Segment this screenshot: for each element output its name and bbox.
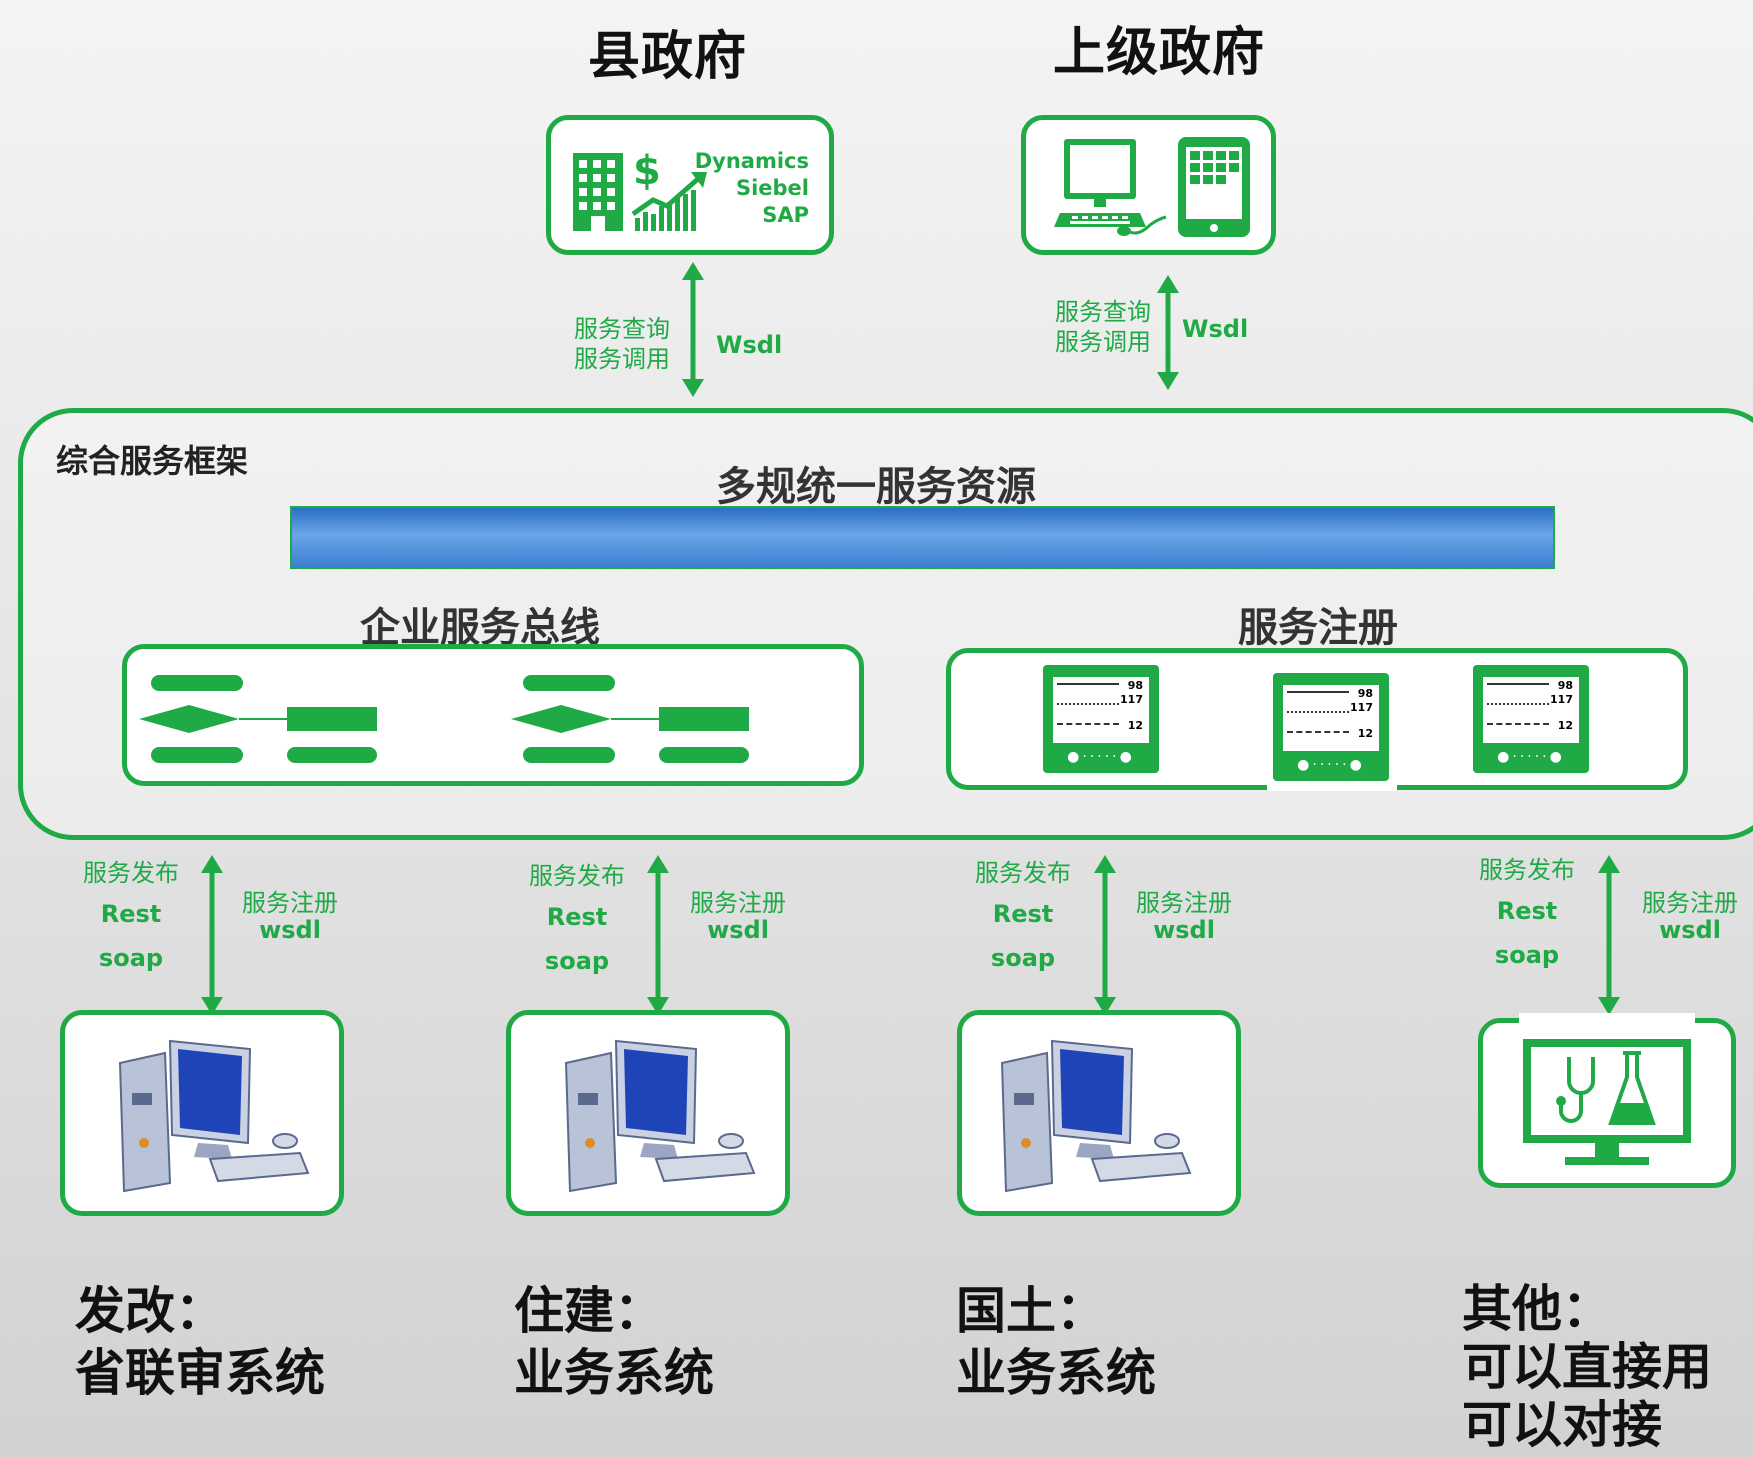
wsdl-label: wsdl bbox=[1153, 916, 1215, 944]
wsdl-label: wsdl bbox=[259, 916, 321, 944]
rest-label: Rest bbox=[100, 900, 162, 928]
desktop-computer-icon bbox=[556, 1033, 756, 1198]
county-link-arrow bbox=[682, 262, 704, 397]
erp-item-dynamics: Dynamics bbox=[694, 149, 809, 173]
erp-item-sap: SAP bbox=[762, 203, 809, 227]
soap-label: soap bbox=[544, 947, 610, 975]
monitor-icon: 98 117 12 ●·····● bbox=[1267, 667, 1397, 791]
publish-label: 服务发布 bbox=[975, 859, 1071, 887]
soap-label: soap bbox=[98, 944, 164, 972]
system-label-guotu: 国土：业务系统 bbox=[956, 1282, 1156, 1402]
system-label-other: 其他：可以直接用可以对接 bbox=[1462, 1280, 1712, 1454]
publish-label: 服务发布 bbox=[83, 859, 179, 887]
soap-label: soap bbox=[1494, 941, 1560, 969]
svg-text:$: $ bbox=[633, 148, 661, 194]
computer-tablet-icon bbox=[1050, 135, 1260, 240]
wsdl-label: wsdl bbox=[1659, 916, 1721, 944]
system-box-other[interactable] bbox=[1478, 1013, 1736, 1188]
upper-gov-box[interactable] bbox=[1021, 115, 1276, 255]
flowchart-icon-1 bbox=[137, 671, 387, 767]
soap-label: soap bbox=[990, 944, 1056, 972]
upper-link-protocol: Wsdl bbox=[1182, 315, 1249, 343]
framework-label: 综合服务框架 bbox=[56, 442, 249, 480]
flowchart-icon-2 bbox=[509, 671, 759, 767]
enterprise-finance-icon: $ bbox=[573, 148, 707, 231]
registry-title: 服务注册 bbox=[1238, 605, 1398, 651]
monitor-icon: 98 117 12 ●·····● bbox=[1467, 659, 1597, 783]
monitor-icon: 98 117 12 ●·····● bbox=[1037, 659, 1167, 783]
county-link-protocol: Wsdl bbox=[716, 331, 783, 359]
connector-arrow-1 bbox=[201, 855, 223, 1015]
publish-label: 服务发布 bbox=[1479, 856, 1575, 884]
esb-title: 企业服务总线 bbox=[360, 605, 600, 651]
desktop-computer-icon bbox=[992, 1033, 1192, 1198]
erp-item-siebel: Siebel bbox=[735, 176, 809, 200]
system-label-zhujian: 住建：业务系统 bbox=[514, 1282, 714, 1402]
connector-arrow-3 bbox=[1094, 855, 1116, 1015]
registry-box[interactable]: 98 117 12 ●·····● 98 117 12 ●·····● bbox=[946, 648, 1688, 791]
wsdl-label: wsdl bbox=[707, 916, 769, 944]
rest-label: Rest bbox=[546, 903, 608, 931]
upper-gov-title: 上级政府 bbox=[1053, 23, 1266, 83]
upper-link-arrow bbox=[1157, 275, 1179, 390]
publish-label: 服务发布 bbox=[529, 862, 625, 890]
system-label-fagai: 发改：省联审系统 bbox=[75, 1282, 325, 1402]
connector-arrow-2 bbox=[647, 855, 669, 1015]
desktop-computer-icon bbox=[110, 1033, 310, 1198]
register-label: 服务注册 bbox=[690, 889, 786, 917]
resource-title: 多规统一服务资源 bbox=[716, 464, 1036, 510]
rest-label: Rest bbox=[992, 900, 1054, 928]
county-gov-box[interactable]: $ Dynamics Siebel SAP bbox=[546, 115, 834, 255]
connector-arrow-4 bbox=[1598, 855, 1620, 1015]
service-resource-bar bbox=[290, 506, 1555, 569]
register-label: 服务注册 bbox=[1136, 889, 1232, 917]
county-link-invoke: 服务调用 bbox=[574, 345, 670, 373]
register-label: 服务注册 bbox=[1642, 889, 1738, 917]
system-box-fagai[interactable] bbox=[60, 1010, 344, 1216]
medical-lab-icon bbox=[1519, 1013, 1695, 1181]
register-label: 服务注册 bbox=[242, 889, 338, 917]
system-box-zhujian[interactable] bbox=[506, 1010, 790, 1216]
system-box-guotu[interactable] bbox=[957, 1010, 1241, 1216]
county-link-query: 服务查询 bbox=[574, 315, 670, 343]
esb-box[interactable] bbox=[122, 644, 864, 786]
rest-label: Rest bbox=[1496, 897, 1558, 925]
upper-link-invoke: 服务调用 bbox=[1055, 328, 1151, 356]
upper-link-query: 服务查询 bbox=[1055, 298, 1151, 326]
county-gov-title: 县政府 bbox=[588, 27, 748, 87]
